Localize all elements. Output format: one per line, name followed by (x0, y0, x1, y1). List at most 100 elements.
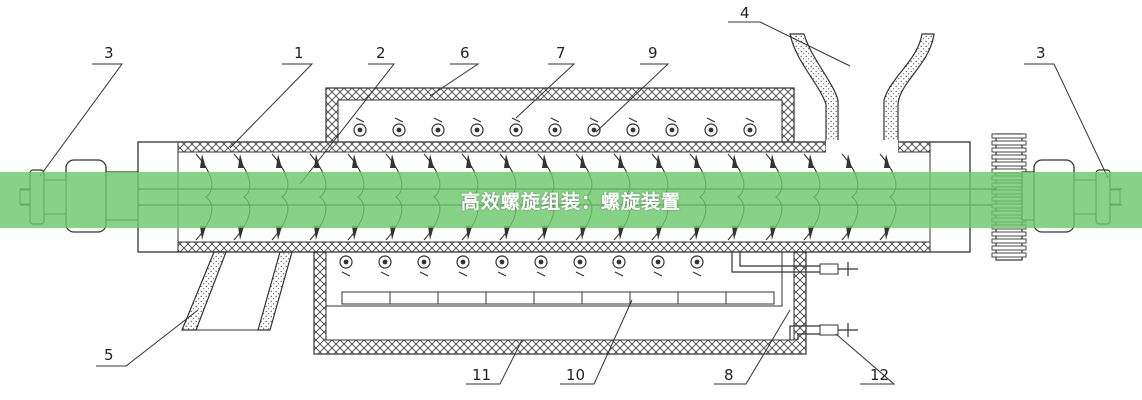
heater-segment (485, 291, 535, 305)
nozzle-core (708, 127, 714, 133)
nozzle-stem (497, 271, 507, 277)
flight-tip (770, 226, 776, 240)
nozzle-core (474, 127, 480, 133)
flight-tip (618, 154, 624, 168)
flight-tip (884, 154, 890, 168)
flight-tip (428, 154, 434, 168)
banner-title: 高效螺旋组装：螺旋装置 (460, 190, 681, 213)
nozzle-stem (745, 117, 755, 123)
flight-tip (732, 226, 738, 240)
heater-segment (389, 291, 439, 305)
flight-tip (390, 154, 396, 168)
title-banner: 高效螺旋组装：螺旋装置 (0, 172, 1142, 228)
flight-tip (276, 226, 282, 240)
heater-segment (437, 291, 487, 305)
flight-tip (276, 154, 282, 168)
flight-tip (580, 226, 586, 240)
nozzle-core (552, 127, 558, 133)
nozzle-stem (614, 271, 624, 277)
flight-tip (238, 226, 244, 240)
gear-tooth (991, 252, 1027, 258)
nozzle-stem (511, 117, 521, 123)
nozzle-core (538, 259, 544, 265)
callout-3-left: 3 (104, 44, 114, 62)
nozzle-stem (706, 117, 716, 123)
discharge-chute (181, 251, 293, 331)
nozzle-core (460, 259, 466, 265)
flight-tip (656, 154, 662, 168)
callout-4: 4 (740, 4, 750, 22)
nozzle-core (577, 259, 583, 265)
nozzle-core (343, 259, 349, 265)
callout-10: 10 (566, 366, 585, 384)
heater-segment (725, 291, 775, 305)
flight-tip (466, 154, 472, 168)
flight-tip (466, 226, 472, 240)
nozzle-stem (589, 117, 599, 123)
callout-3-right: 3 (1036, 44, 1046, 62)
nozzle-core (655, 259, 661, 265)
flight-tip (542, 154, 548, 168)
flight-tip (352, 226, 358, 240)
nozzle-core (396, 127, 402, 133)
nozzle-stem (380, 271, 390, 277)
callout-12: 12 (870, 366, 889, 384)
flight-tip (694, 154, 700, 168)
nozzle-stem (419, 271, 429, 277)
flight-tip (694, 226, 700, 240)
nozzle-stem (355, 117, 365, 123)
flight-tip (618, 226, 624, 240)
flight-tip (884, 226, 890, 240)
flight-tip (314, 226, 320, 240)
nozzle-core (669, 127, 675, 133)
spray-nozzles (339, 117, 757, 277)
flight-tip (352, 154, 358, 168)
flight-tip (846, 226, 852, 240)
nozzle-stem (341, 271, 351, 277)
gear-tooth (991, 238, 1027, 244)
callout-2: 2 (376, 44, 386, 62)
nozzle-core (591, 127, 597, 133)
nozzle-core (421, 259, 427, 265)
heating-strip (341, 291, 775, 305)
flight-tip (238, 154, 244, 168)
callout-6: 6 (460, 44, 470, 62)
nozzle-stem (653, 271, 663, 277)
heating-jacket-top (325, 87, 795, 151)
flight-tip (200, 154, 206, 168)
heater-segment (341, 291, 391, 305)
callout-7: 7 (556, 44, 566, 62)
gear-tooth (991, 147, 1027, 153)
leader-lines (39, 21, 1109, 385)
flight-tip (542, 226, 548, 240)
nozzle-core (499, 259, 505, 265)
flight-tip (504, 226, 510, 240)
callout-9: 9 (648, 44, 658, 62)
feed-hopper (789, 33, 935, 149)
heater-segment (533, 291, 583, 305)
flight-tip (504, 154, 510, 168)
gear-tooth (991, 245, 1027, 251)
nozzle-stem (575, 271, 585, 277)
heater-segment (629, 291, 679, 305)
flight-tip (846, 154, 852, 168)
nozzle-core (357, 127, 363, 133)
inlet-pipes (731, 252, 858, 340)
nozzle-stem (667, 117, 677, 123)
nozzle-stem (536, 271, 546, 277)
flight-tip (808, 226, 814, 240)
nozzle-core (694, 259, 700, 265)
callout-8: 8 (724, 366, 734, 384)
nozzle-core (382, 259, 388, 265)
flight-tip (580, 154, 586, 168)
nozzle-stem (472, 117, 482, 123)
flight-tip (200, 226, 206, 240)
gear-tooth (991, 140, 1027, 146)
gear-tooth (991, 133, 1027, 139)
nozzle-core (435, 127, 441, 133)
flight-tip (390, 226, 396, 240)
gear-tooth (991, 161, 1027, 167)
nozzle-stem (394, 117, 404, 123)
gear-tooth (991, 231, 1027, 237)
nozzle-stem (433, 117, 443, 123)
